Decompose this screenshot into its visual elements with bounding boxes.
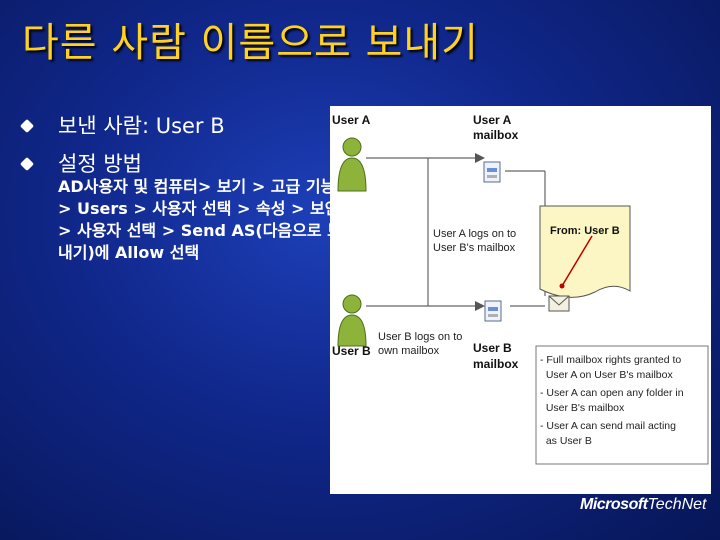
slide-title: 다른 사람 이름으로 보내기 — [22, 20, 479, 66]
bullet-text: 설정 방법 — [58, 152, 142, 176]
user-b-mailbox-icon — [484, 300, 502, 322]
user-b-mailbox-title: User B — [473, 341, 512, 355]
from-note: From: User B — [539, 205, 631, 298]
note-line: - Full mailbox rights granted to — [540, 354, 681, 366]
user-b-label: User B — [332, 344, 371, 358]
red-pointer-dot-icon — [559, 283, 565, 289]
user-b-logs-on-line1: User B logs on to — [378, 331, 462, 343]
user-b-logs-on-line2: own mailbox — [378, 345, 440, 357]
arrow-head-icon — [475, 153, 485, 163]
notes-box — [535, 345, 709, 465]
microsoft-wordmark: Microsoft — [580, 496, 648, 513]
note-line: User B's mailbox — [540, 402, 625, 414]
note-line: User A on User B's mailbox — [540, 369, 673, 381]
bullet-item: 보낸 사람: User B — [19, 112, 342, 140]
note-line: as User B — [540, 435, 592, 447]
diamond-bullet-icon — [19, 118, 35, 134]
note-line: - User A can open any folder in — [540, 387, 684, 399]
user-a-mailbox-subtitle: mailbox — [473, 128, 519, 142]
technet-wordmark: TechNet — [647, 496, 707, 513]
user-a-mailbox-icon — [483, 161, 501, 183]
send-as-diagram: User A User A mailbox User A logs on to — [330, 106, 711, 494]
microsoft-technet-logo: MicrosoftTechNet — [580, 496, 707, 514]
user-a-person-icon — [337, 137, 367, 192]
user-a-logs-on-line1: User A logs on to — [433, 228, 516, 240]
bullet-text: 보낸 사람: User B — [58, 114, 225, 138]
bullet-item: 설정 방법 — [19, 150, 342, 178]
arrow-head-icon — [475, 301, 485, 311]
setup-instructions: AD사용자 및 컴퓨터> 보기 > 고급 기능> Users > 사용자 선택 … — [58, 177, 342, 262]
user-a-mailbox-title: User A — [473, 113, 512, 127]
diagram-svg: User A User A mailbox User A logs on to — [332, 113, 709, 465]
bullet-list: 보낸 사람: User B 설정 방법 — [19, 112, 342, 178]
diamond-bullet-icon — [19, 156, 35, 172]
user-a-logs-on-line2: User B's mailbox — [433, 242, 516, 254]
red-pointer-line — [561, 235, 593, 287]
user-a-label: User A — [332, 113, 371, 127]
note-line: - User A can send mail acting — [540, 420, 676, 432]
user-b-mailbox-subtitle: mailbox — [473, 357, 519, 371]
user-b-person-icon — [337, 294, 367, 347]
from-user-b-label: From: User B — [550, 225, 620, 237]
envelope-icon — [548, 295, 570, 312]
